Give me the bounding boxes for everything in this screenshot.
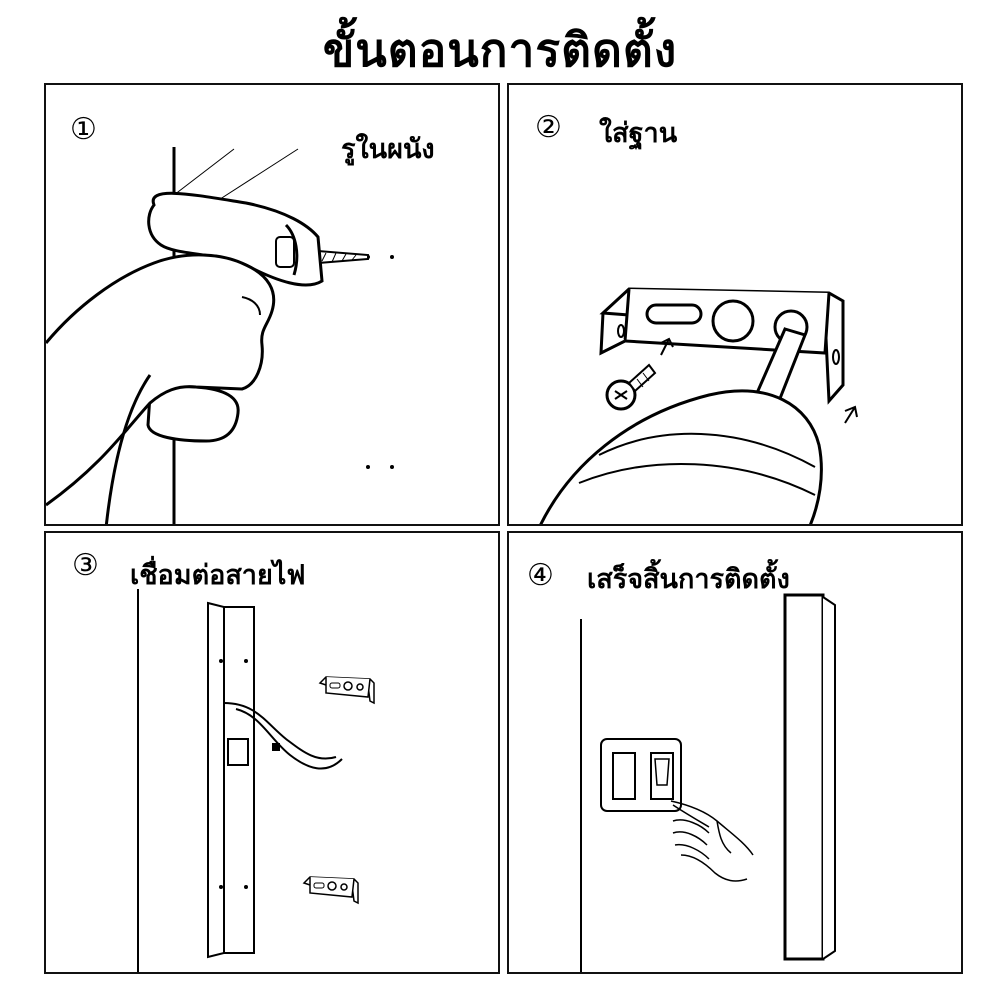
switch-illustration	[580, 593, 836, 972]
arrow-icons	[660, 337, 858, 424]
drill-illustration	[46, 147, 394, 524]
hand	[46, 253, 276, 524]
wall-bracket-top	[318, 676, 375, 705]
installed-light-fixture	[783, 593, 836, 961]
step-4-label: เสร็จสิ้นการติดตั้ง	[587, 564, 790, 595]
screw	[605, 363, 657, 411]
step-1-panel: ① รูในผนัง	[44, 83, 500, 526]
hand	[670, 800, 754, 882]
drill-body	[146, 191, 324, 443]
step-1-number: ①	[70, 112, 97, 147]
screwdriver	[539, 327, 823, 524]
bracket-illustration	[539, 287, 858, 524]
wiring-illustration	[137, 589, 375, 972]
hole-marks	[366, 255, 394, 469]
step-2-number: ②	[535, 110, 562, 145]
step-3-panel: ③ เชื่อมต่อสายไฟ	[44, 531, 500, 974]
step-1-label: รูในผนัง	[341, 134, 435, 165]
drill-bit	[317, 249, 369, 265]
wall-light-fixture	[207, 601, 255, 959]
step-4-number: ④	[527, 558, 554, 593]
step-2-label: ใส่ฐาน	[599, 118, 678, 149]
step-3-number: ③	[72, 548, 99, 583]
page-title: ขั้นตอนการติดตั้ง	[322, 23, 678, 77]
wall-bracket-bottom	[302, 876, 359, 905]
light-switch	[600, 738, 682, 812]
step-4-panel: ④ เสร็จสิ้นการติดตั้ง	[507, 531, 963, 974]
wires	[223, 702, 343, 770]
ceiling-line	[213, 148, 299, 204]
step-2-panel: ② ใส่ฐาน	[507, 83, 963, 526]
step-3-label: เชื่อมต่อสายไฟ	[130, 560, 306, 591]
ceiling-line	[173, 148, 235, 196]
